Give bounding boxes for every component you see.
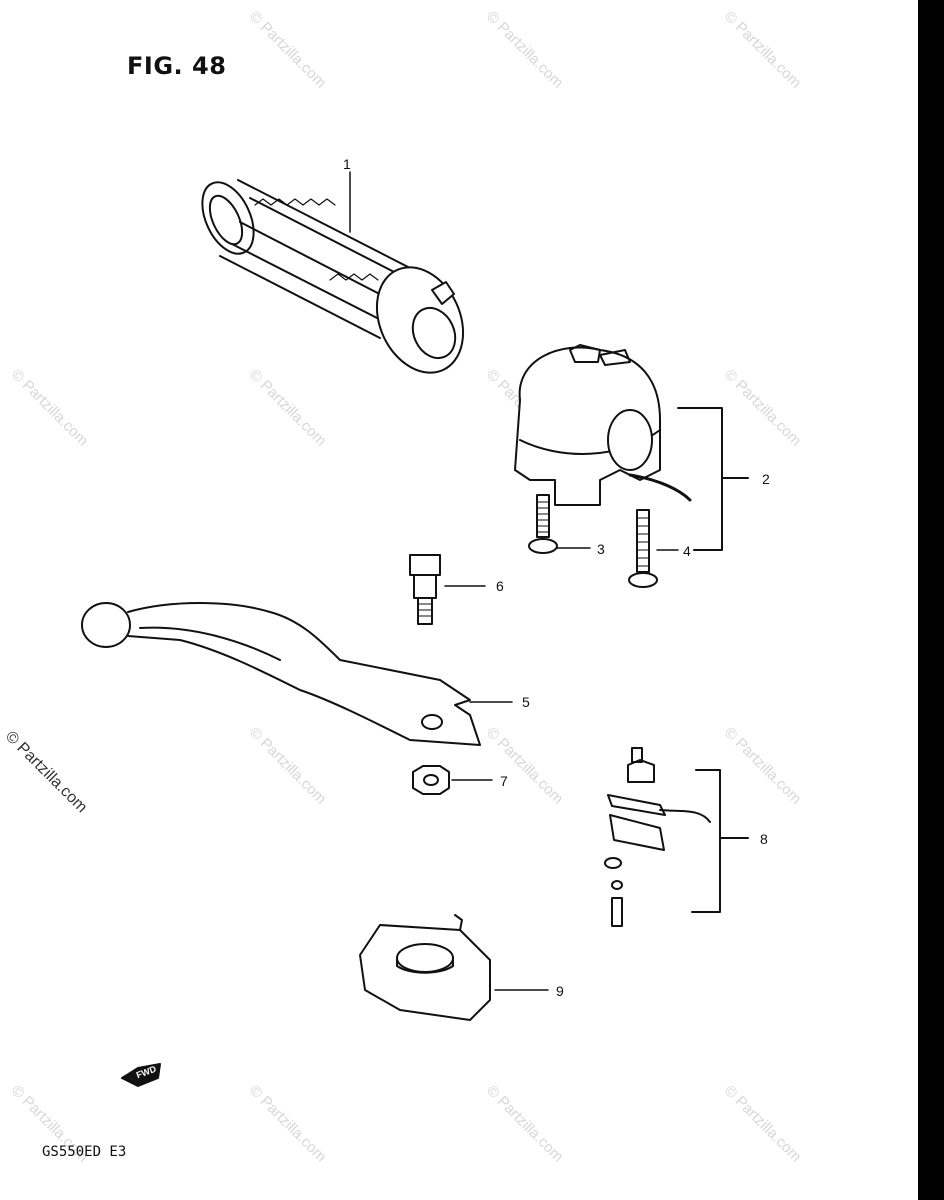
callout-2: 2 [762, 471, 770, 487]
scan-edge-band [918, 0, 944, 1200]
part-nut [412, 765, 493, 795]
part-lever-cover [359, 914, 549, 1021]
part-screw-3 [528, 494, 591, 554]
callout-9: 9 [556, 983, 564, 999]
part-grip [201, 171, 465, 374]
part-lever [81, 602, 513, 746]
callout-5: 5 [522, 694, 530, 710]
part-screw-4 [628, 509, 679, 588]
fwd-arrow-icon [121, 1063, 161, 1087]
callout-8: 8 [760, 831, 768, 847]
callout-7: 7 [500, 773, 508, 789]
figure-title: FIG. 48 [127, 52, 227, 80]
part-pivot-bolt [409, 554, 486, 625]
callout-4: 4 [683, 543, 691, 559]
part-switch-set [604, 747, 749, 927]
callout-1: 1 [343, 156, 351, 172]
callout-3: 3 [597, 541, 605, 557]
part-switch-housing [514, 344, 749, 551]
callout-6: 6 [496, 578, 504, 594]
model-label: GS550ED E3 [42, 1144, 127, 1160]
